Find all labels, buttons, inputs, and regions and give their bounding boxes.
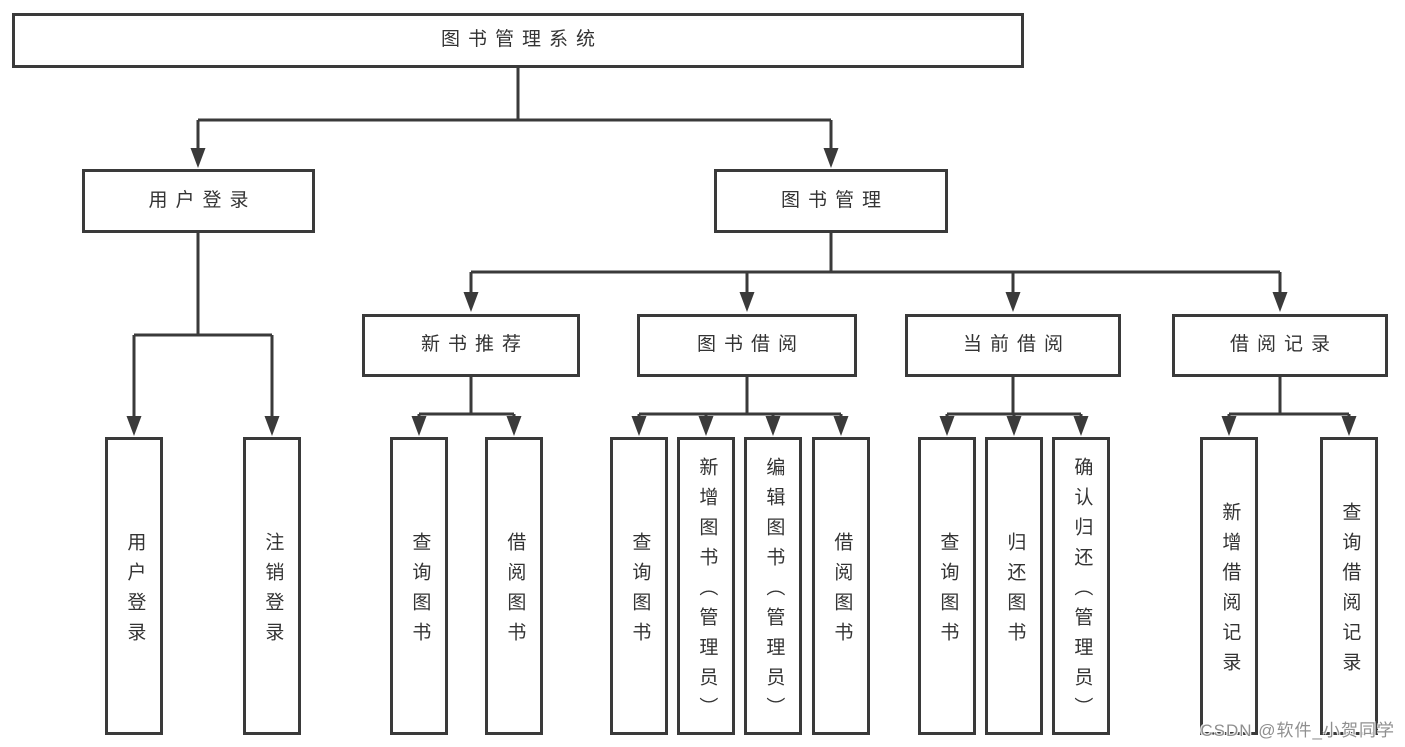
node-label-leaf-borrow-books-1: 借阅图书 [504,531,526,652]
node-current-borrowing: 当前借阅 [905,314,1121,377]
arrowhead-icon [411,416,427,436]
node-leaf-logout: 注销登录 [243,437,301,735]
arrowhead-icon [833,416,849,436]
node-root: 图书管理系统 [12,13,1024,68]
arrowhead-icon [506,416,522,436]
node-leaf-query-record: 查询借阅记录 [1320,437,1378,735]
node-leaf-confirm-return: 确认归还（管理员） [1052,437,1110,735]
arrowhead-icon [1006,416,1022,436]
node-label-leaf-return-books: 归还图书 [1004,531,1026,652]
node-leaf-borrow-books-1: 借阅图书 [485,437,543,735]
arrowhead-icon [190,148,206,168]
node-borrowing-records: 借阅记录 [1172,314,1388,377]
node-label-leaf-edit-books: 编辑图书（管理员） [763,456,785,727]
node-label-leaf-query-books-2: 查询图书 [629,531,651,652]
arrowhead-icon [765,416,781,436]
arrowhead-icon [264,416,280,436]
node-leaf-query-books-3: 查询图书 [918,437,976,735]
node-label-leaf-query-record: 查询借阅记录 [1339,501,1361,682]
node-label-book-management: 图书管理 [780,189,889,211]
arrowhead-icon [739,292,755,312]
node-label-leaf-user-login: 用户登录 [124,531,146,652]
arrowhead-icon [823,148,839,168]
arrowhead-icon [1073,416,1089,436]
arrowhead-icon [1221,416,1237,436]
node-book-borrowing: 图书借阅 [637,314,857,377]
node-book-management: 图书管理 [714,169,948,233]
arrowhead-icon [939,416,955,436]
node-leaf-add-record: 新增借阅记录 [1200,437,1258,735]
node-label-leaf-logout: 注销登录 [262,531,284,652]
node-label-root: 图书管理系统 [440,29,603,51]
node-label-borrowing-records: 借阅记录 [1229,334,1338,356]
node-leaf-query-books-1: 查询图书 [390,437,448,735]
node-label-user-login: 用户登录 [148,189,257,211]
arrowhead-icon [463,292,479,312]
node-label-leaf-query-books-3: 查询图书 [937,531,959,652]
node-label-leaf-query-books-1: 查询图书 [409,531,431,652]
node-label-leaf-add-record: 新增借阅记录 [1219,501,1241,682]
watermark-text: CSDN @软件_小贺同学 [1200,721,1395,740]
node-leaf-query-books-2: 查询图书 [610,437,668,735]
node-label-current-borrowing: 当前借阅 [962,334,1071,356]
node-leaf-edit-books: 编辑图书（管理员） [744,437,802,735]
node-leaf-user-login: 用户登录 [105,437,163,735]
node-label-leaf-borrow-books-2: 借阅图书 [831,531,853,652]
arrowhead-icon [126,416,142,436]
node-leaf-add-books: 新增图书（管理员） [677,437,735,735]
arrowhead-icon [698,416,714,436]
arrowhead-icon [1272,292,1288,312]
node-user-login: 用户登录 [82,169,315,233]
node-label-leaf-add-books: 新增图书（管理员） [696,456,718,727]
node-new-book-recommend: 新书推荐 [362,314,580,377]
node-label-leaf-confirm-return: 确认归还（管理员） [1071,456,1093,727]
arrowhead-icon [631,416,647,436]
arrowhead-icon [1005,292,1021,312]
node-leaf-borrow-books-2: 借阅图书 [812,437,870,735]
arrowhead-icon [1341,416,1357,436]
node-leaf-return-books: 归还图书 [985,437,1043,735]
node-label-book-borrowing: 图书借阅 [696,334,805,356]
node-label-new-book-recommend: 新书推荐 [420,334,529,356]
